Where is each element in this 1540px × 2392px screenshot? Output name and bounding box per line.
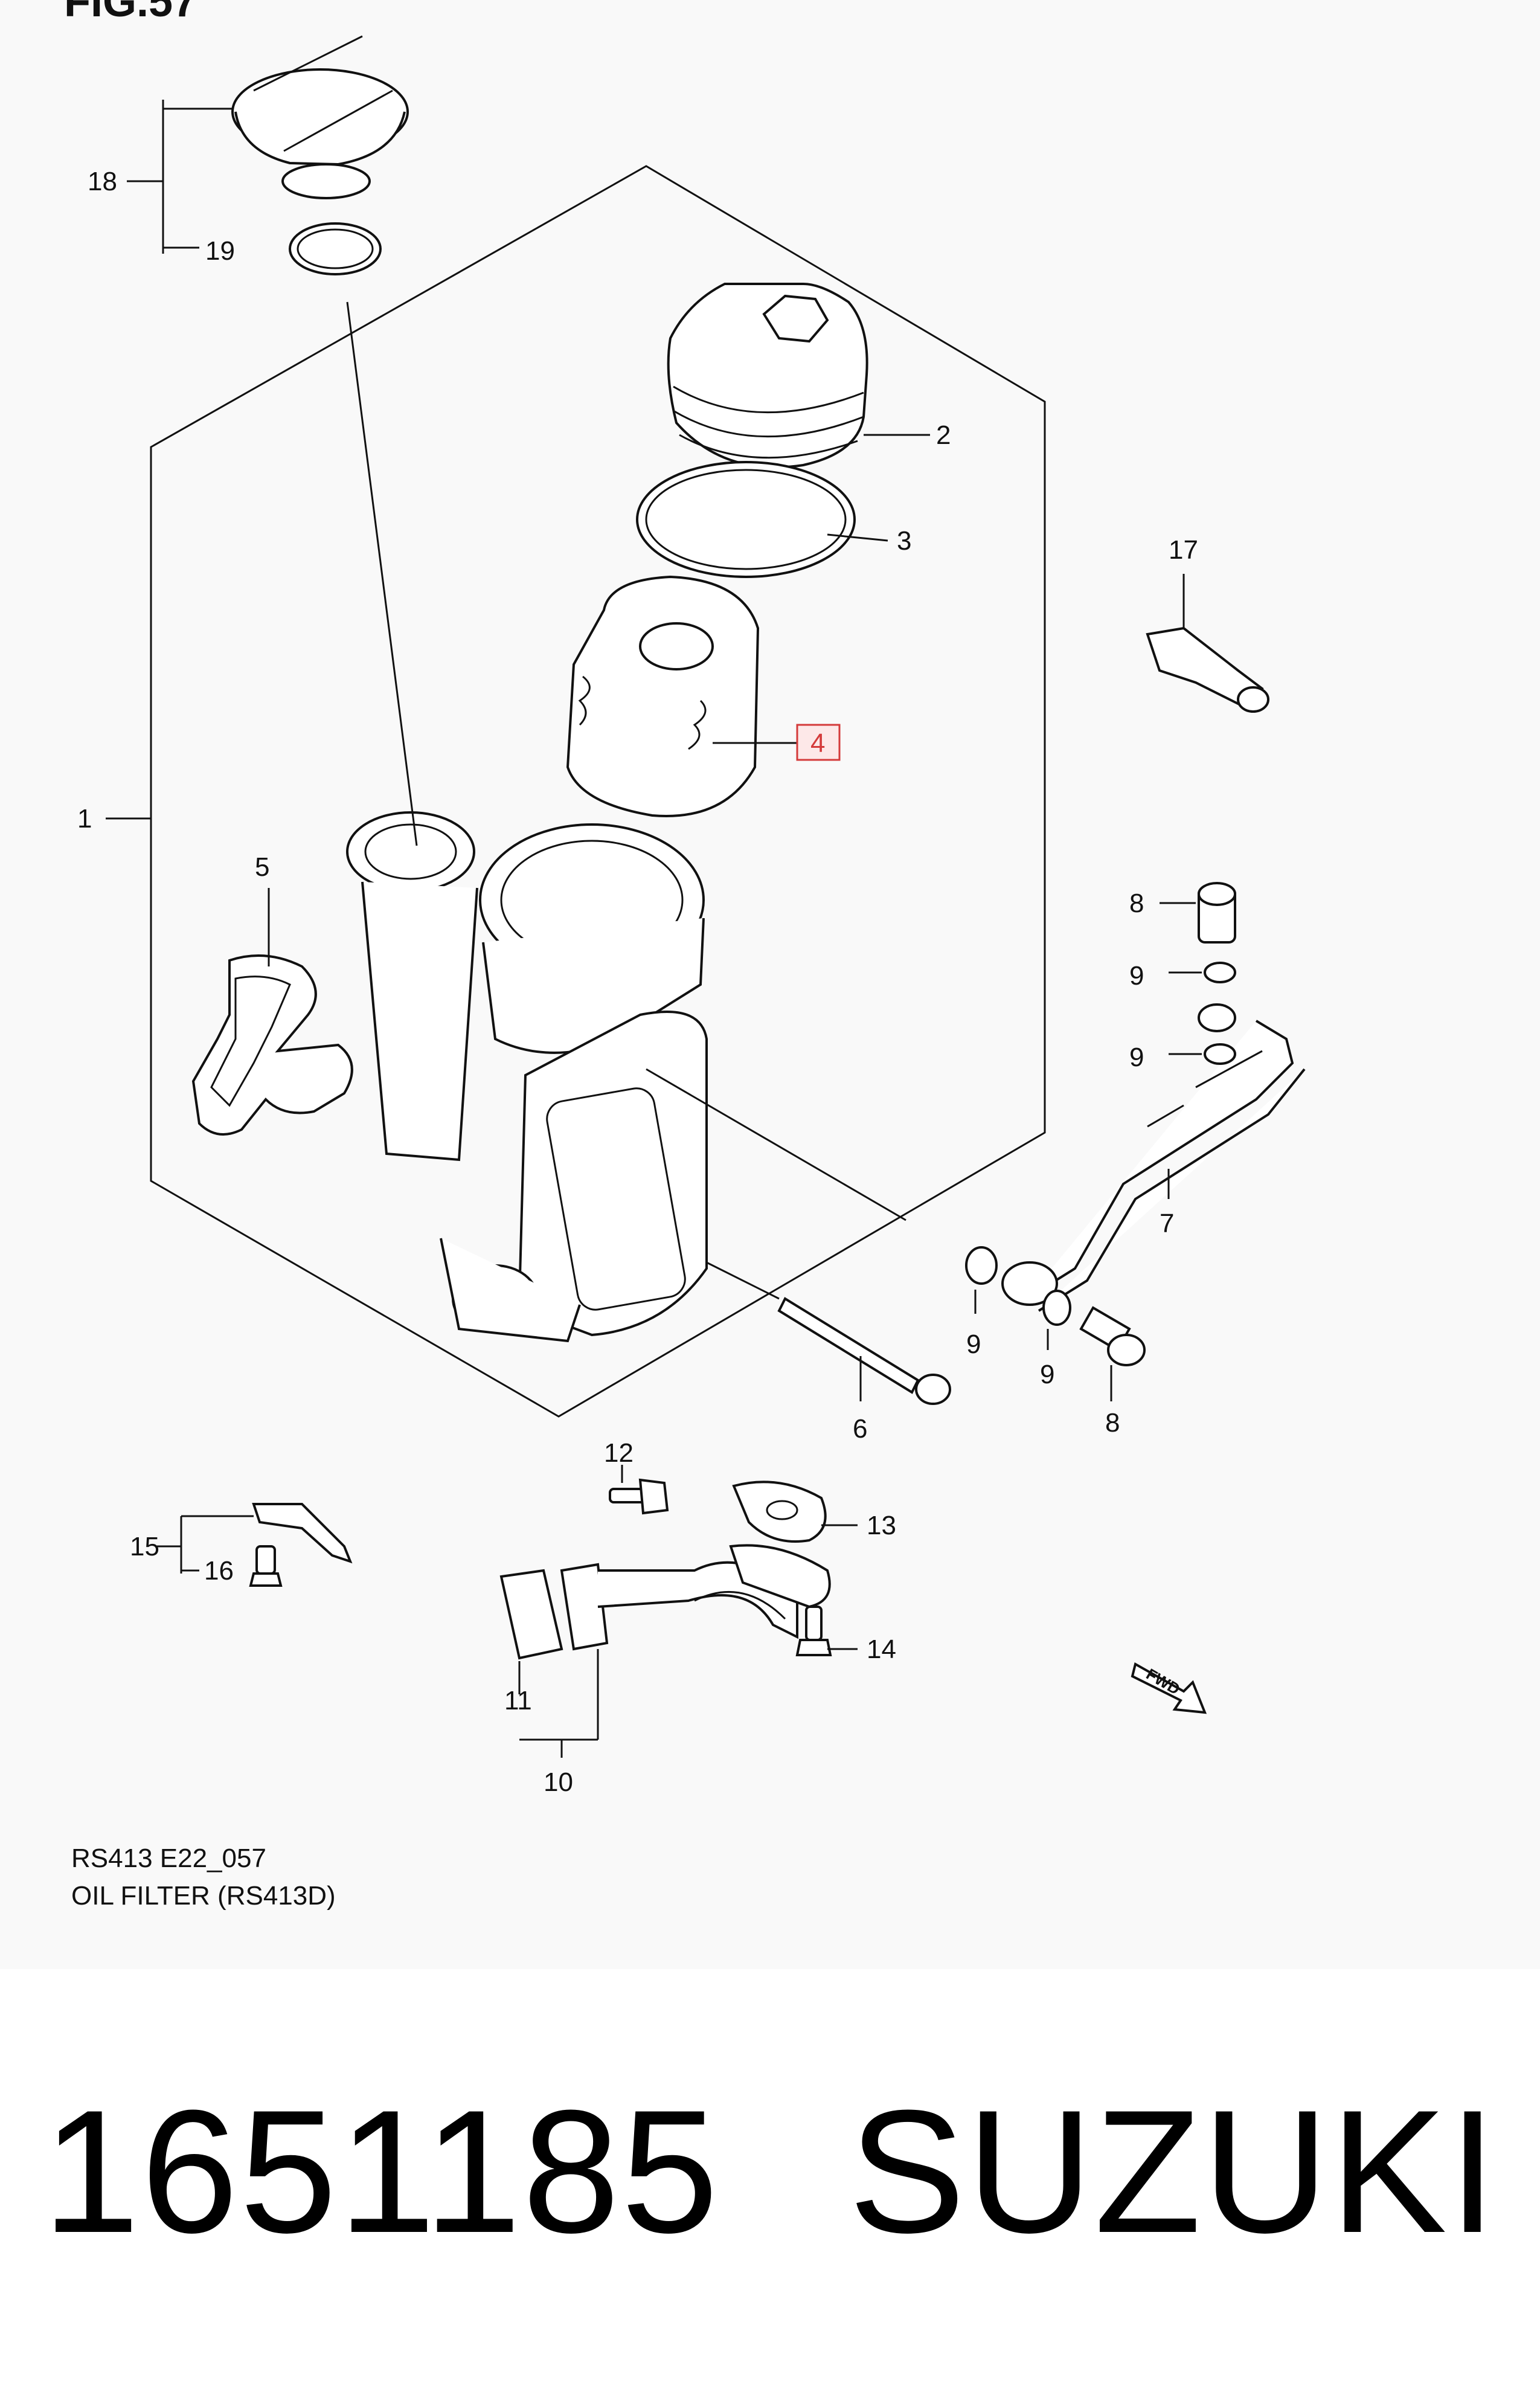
- callout-19: 19: [205, 236, 235, 266]
- callout-9b: 9: [1129, 1043, 1144, 1072]
- callout-8b: 8: [1105, 1408, 1120, 1438]
- callout-11: 11: [504, 1686, 532, 1715]
- bolt-12: [609, 1478, 669, 1515]
- sensor-17: [1146, 626, 1269, 713]
- callout-2: 2: [936, 420, 951, 450]
- callout-14: 14: [867, 1635, 896, 1664]
- washer-9b: [1204, 1043, 1236, 1065]
- oil-pipe-7: [1001, 1003, 1306, 1312]
- callout-4: 4: [810, 728, 825, 758]
- figure-title: OIL FILTER (RS413D): [71, 1881, 336, 1911]
- callout-18: 18: [88, 167, 117, 196]
- footer: 1651185 SUZUKI: [36, 2072, 1510, 2271]
- callout-13: 13: [867, 1511, 896, 1540]
- filter-cap: [667, 283, 868, 469]
- gasket-5: [191, 954, 353, 1136]
- washer-9d: [1042, 1290, 1071, 1326]
- part-number: 1651185: [42, 2074, 720, 2269]
- callout-7: 7: [1160, 1209, 1174, 1238]
- banjo-bolt-bottom: [1079, 1306, 1146, 1366]
- o-ring-19: [289, 222, 382, 275]
- callout-4-highlight: [796, 724, 841, 761]
- brand-name: SUZUKI: [849, 2074, 1498, 2269]
- figure-label: FIG.57: [64, 0, 197, 26]
- oil-filler-cap: [231, 35, 409, 199]
- callout-9a: 9: [1129, 961, 1144, 991]
- bolt-6: [777, 1297, 951, 1405]
- exploded-diagram: 1 2 3 4 5 6 7 8 9 9 9 9 8 10 11 12 13 14…: [77, 35, 1306, 1797]
- callout-17: 17: [1169, 535, 1198, 565]
- callout-9d: 9: [1040, 1360, 1054, 1389]
- callout-9c: 9: [966, 1329, 981, 1359]
- fwd-arrow-icon: [1131, 1662, 1207, 1714]
- callout-6: 6: [853, 1414, 867, 1444]
- bracket-15: [249, 1503, 353, 1587]
- oil-filter-housing: [346, 811, 708, 1343]
- callout-10: 10: [544, 1767, 573, 1797]
- callout-labels: 1 2 3 4 5 6 7 8 9 9 9 9 8 10 11 12 13 14…: [77, 167, 1198, 1797]
- oil-return-pipe: [499, 1561, 798, 1660]
- figure-code: RS413 E22_057: [71, 1844, 266, 1873]
- callout-1: 1: [77, 804, 92, 834]
- callout-8a: 8: [1129, 889, 1144, 918]
- gasket-13: [729, 1481, 831, 1609]
- washer-9c: [965, 1246, 998, 1285]
- leader-lines: [106, 100, 1202, 1758]
- washer-9a: [1204, 962, 1236, 983]
- o-ring-3: [636, 461, 856, 578]
- banjo-bolt-top: [1198, 882, 1236, 944]
- bolt-14: [795, 1606, 832, 1656]
- filter-element: [566, 575, 760, 817]
- assembly-outline: [150, 165, 1046, 1418]
- callout-16: 16: [204, 1556, 234, 1586]
- callout-5: 5: [255, 852, 269, 882]
- callout-3: 3: [897, 526, 911, 556]
- callout-15: 15: [130, 1532, 159, 1561]
- callout-12: 12: [604, 1438, 634, 1468]
